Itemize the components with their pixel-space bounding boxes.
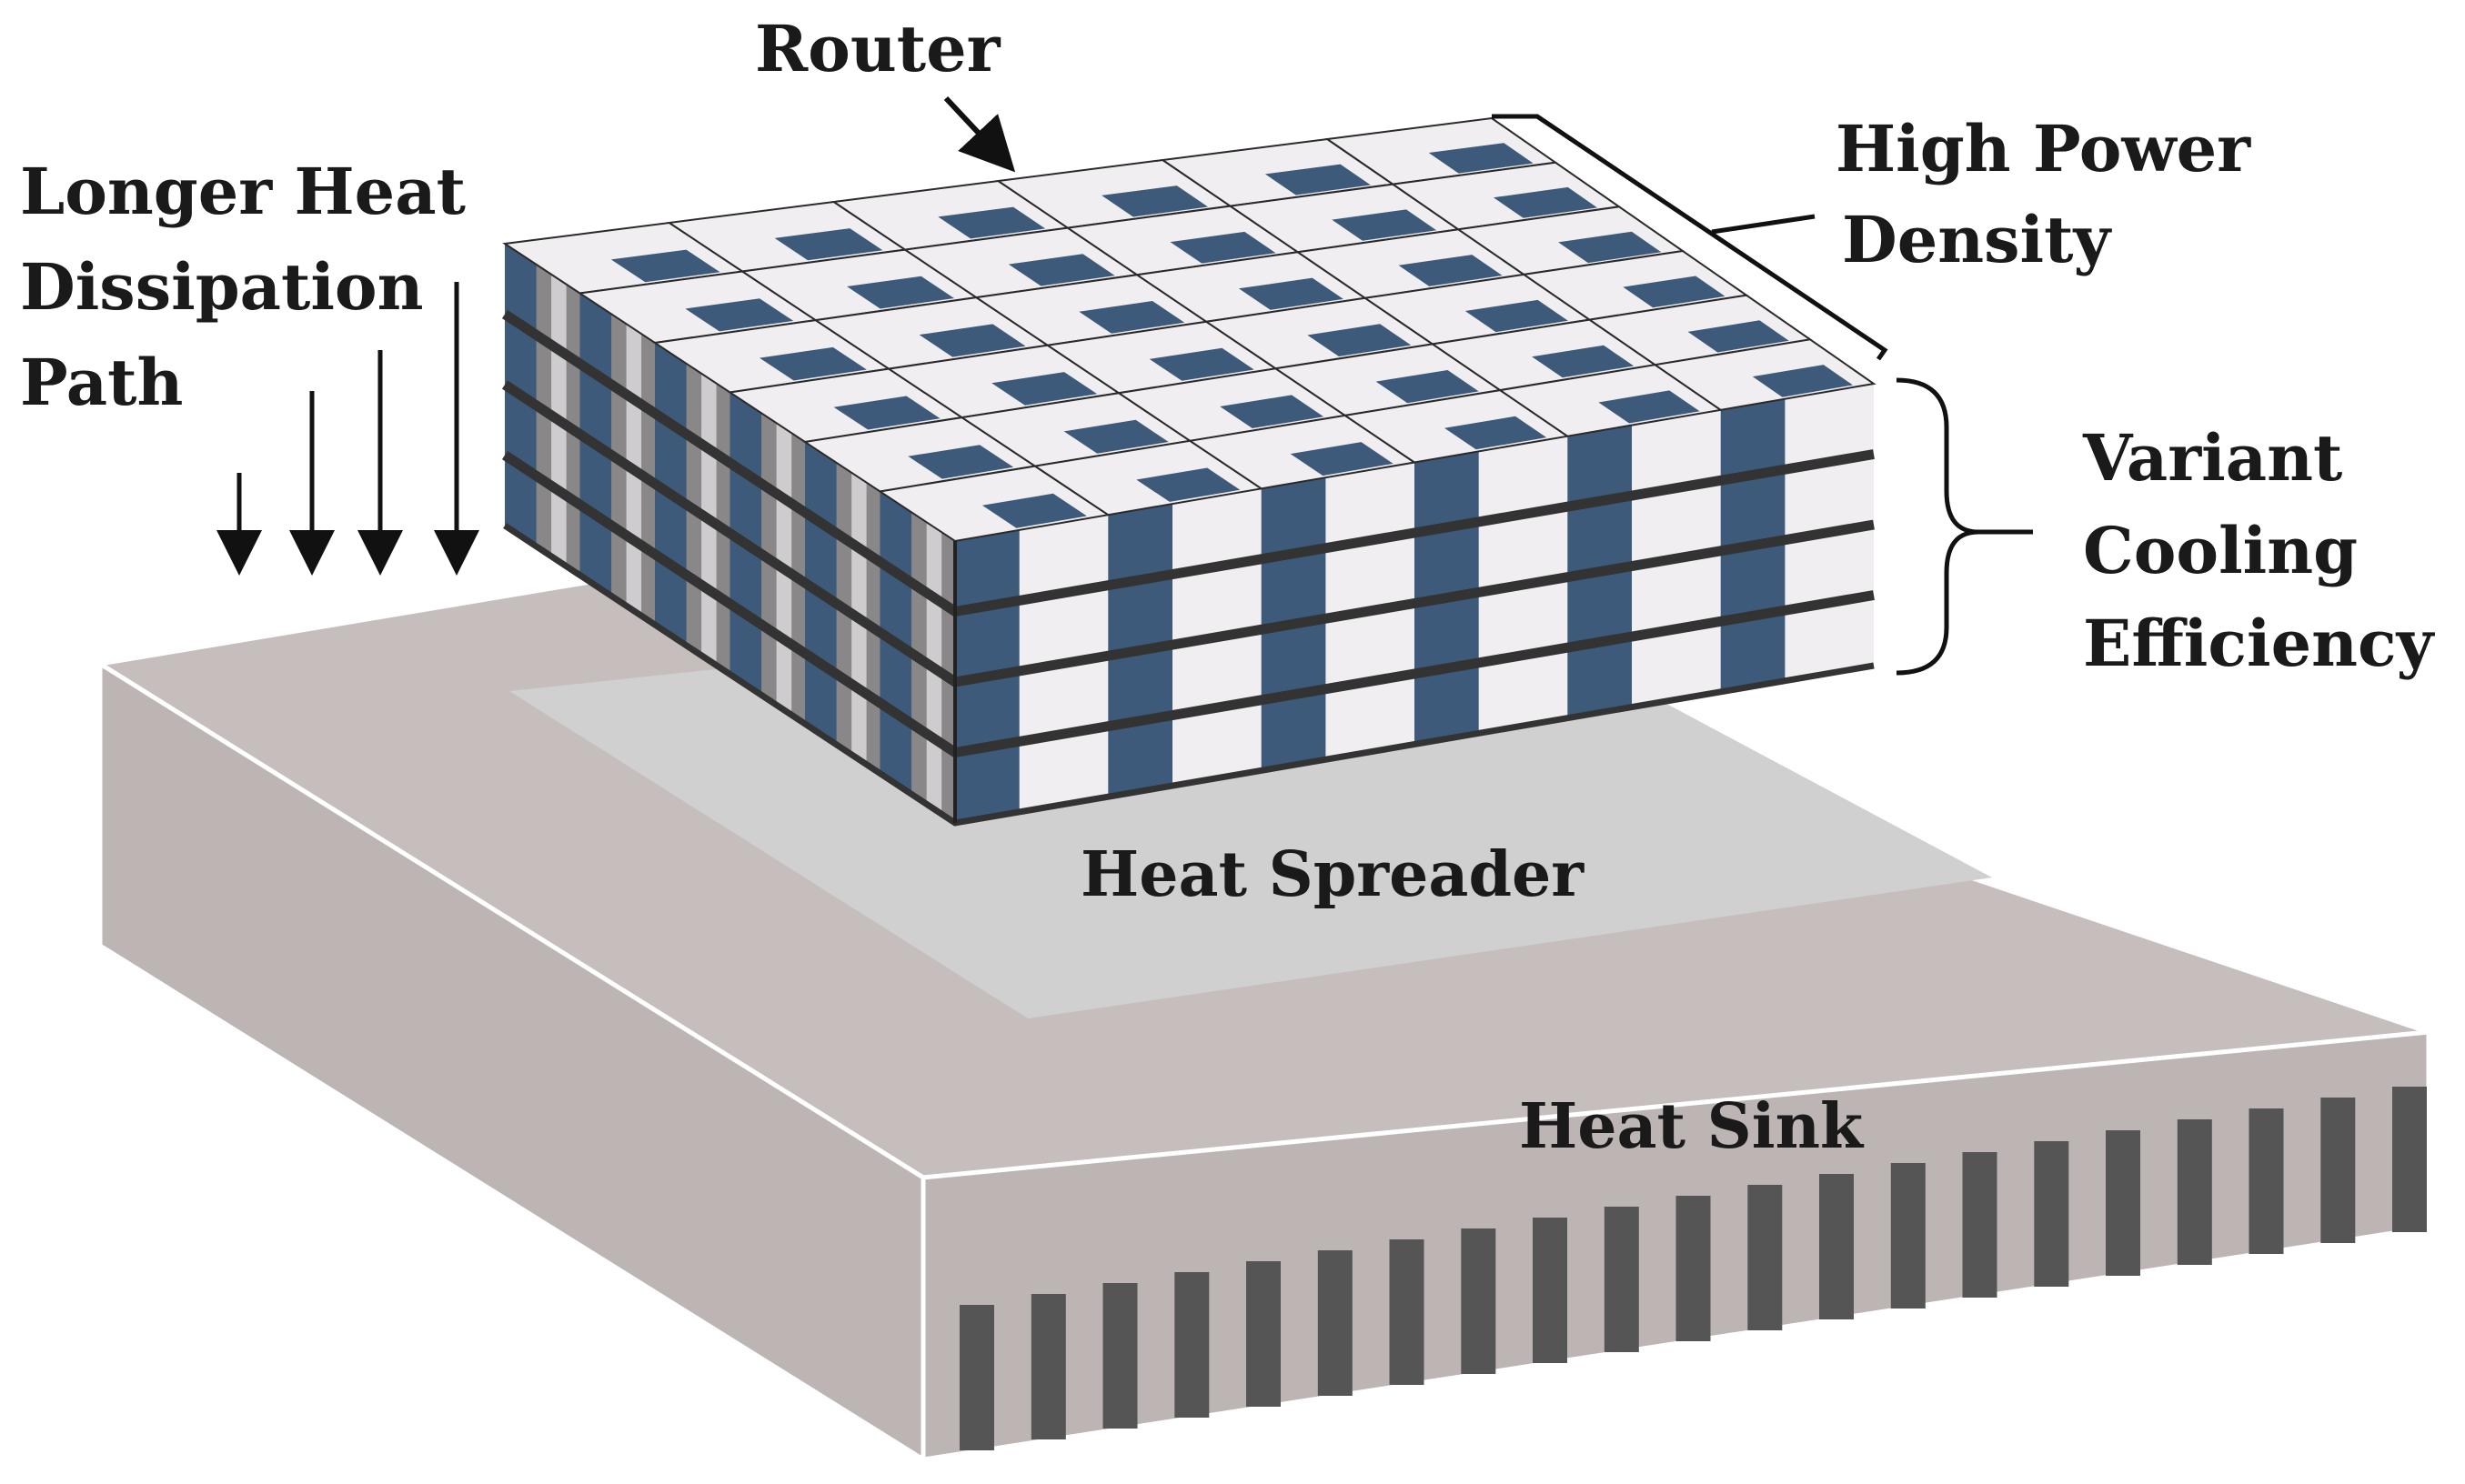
heat-sink-fin bbox=[2320, 1098, 2356, 1243]
heat-sink-fins bbox=[960, 1087, 2427, 1450]
heat-spreader-label: Heat Spreader bbox=[1081, 838, 1585, 911]
router-square bbox=[760, 346, 867, 381]
heat-sink-fin bbox=[1962, 1152, 1997, 1298]
heat-sink-fin bbox=[2106, 1130, 2140, 1276]
heat-sink-fin bbox=[1102, 1283, 1138, 1429]
chip-layer-lines bbox=[501, 309, 1875, 827]
router-square bbox=[1428, 143, 1534, 174]
heat-sink-fin bbox=[1461, 1228, 1496, 1374]
heat-sink-fin bbox=[1819, 1174, 1854, 1319]
heat-path-line-1: Longer Heat bbox=[20, 154, 466, 229]
heat-sink-fin bbox=[2034, 1141, 2069, 1287]
router-square bbox=[1598, 390, 1700, 424]
router-square bbox=[908, 445, 1014, 479]
router-square bbox=[774, 228, 883, 261]
heat-sink-label: Heat Sink bbox=[1519, 1090, 1865, 1163]
heat-sink-fin bbox=[960, 1305, 994, 1450]
heat-sink-fin bbox=[1031, 1294, 1066, 1439]
router-square bbox=[1102, 186, 1209, 217]
router-square bbox=[1136, 467, 1241, 502]
router-square bbox=[1558, 231, 1662, 264]
router-arrow bbox=[943, 95, 1016, 173]
router-square bbox=[1238, 277, 1343, 310]
high-power-bracket bbox=[1492, 114, 1888, 361]
router-square bbox=[1444, 416, 1547, 450]
router-square bbox=[1008, 254, 1115, 286]
heat-sink-fin bbox=[1604, 1207, 1639, 1352]
router-square bbox=[1375, 370, 1479, 404]
cooling-line-1: Variant bbox=[2082, 420, 2342, 496]
chip-top-face bbox=[502, 116, 1876, 543]
router-square bbox=[1220, 395, 1324, 428]
router-square bbox=[847, 276, 954, 309]
router-square bbox=[1063, 419, 1169, 454]
router-square bbox=[919, 324, 1026, 357]
heat-sink-fin bbox=[2392, 1087, 2427, 1232]
chip-stack bbox=[501, 116, 1876, 827]
heat-sink-fin bbox=[1675, 1196, 1711, 1341]
router-square bbox=[1493, 186, 1597, 218]
router-square bbox=[1264, 164, 1371, 196]
cooling-line-2: Cooling bbox=[2083, 513, 2358, 588]
heat-sink-fin bbox=[2249, 1108, 2284, 1254]
router-square bbox=[1752, 365, 1853, 397]
router-label: Router bbox=[755, 11, 1001, 86]
cooling-bracket bbox=[1896, 377, 1979, 676]
router-square bbox=[1170, 231, 1276, 264]
router-square bbox=[1079, 301, 1185, 334]
router-square bbox=[833, 396, 941, 430]
high-power-tick bbox=[1711, 214, 1816, 235]
router-square bbox=[1398, 255, 1503, 286]
heat-sink-fin bbox=[1389, 1239, 1424, 1385]
router-square bbox=[610, 249, 720, 283]
router-square bbox=[1464, 299, 1568, 333]
high-power-line-1: High Power bbox=[1836, 111, 2251, 186]
heat-sink-fin bbox=[1174, 1272, 1210, 1418]
heat-path-line-3: Path bbox=[20, 345, 183, 420]
heat-sink-fin bbox=[1890, 1163, 1926, 1309]
router-square bbox=[1623, 276, 1726, 308]
high-power-line-2: Density bbox=[1842, 202, 2112, 277]
heat-path-line-2: Dissipation bbox=[20, 249, 424, 325]
heat-sink-fin bbox=[1747, 1185, 1783, 1330]
heat-sink-fin bbox=[1533, 1218, 1567, 1363]
router-square bbox=[981, 493, 1087, 528]
router-square bbox=[1532, 345, 1635, 378]
router-square bbox=[1307, 324, 1412, 356]
heat-sink-fin bbox=[1317, 1250, 1353, 1396]
router-square bbox=[1687, 320, 1789, 353]
router-square bbox=[1149, 347, 1254, 381]
heat-sink-fin bbox=[1246, 1261, 1281, 1407]
heat-path-arrows bbox=[216, 282, 479, 576]
router-square bbox=[1332, 209, 1437, 241]
heat-path-label: Longer Heat Dissipation Path bbox=[20, 154, 466, 420]
router-square bbox=[938, 206, 1046, 239]
heat-sink-fin bbox=[2177, 1119, 2212, 1265]
router-square bbox=[991, 372, 1098, 406]
router-square bbox=[685, 298, 794, 332]
cooling-line-3: Efficiency bbox=[2083, 606, 2436, 681]
router-square bbox=[1290, 442, 1393, 476]
